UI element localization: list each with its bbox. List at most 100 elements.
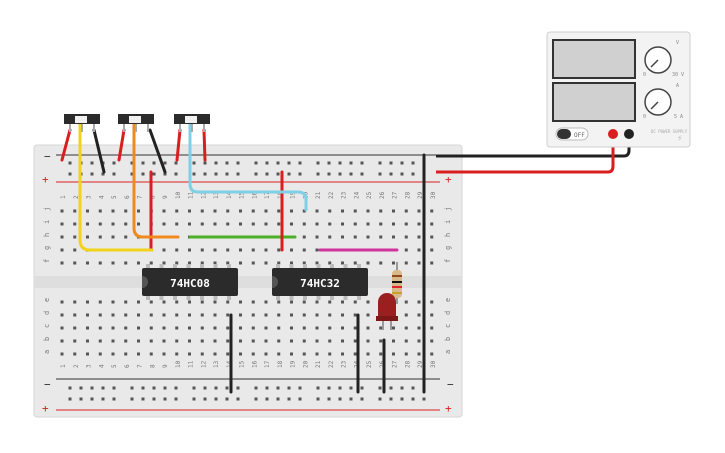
rail-hole[interactable] <box>130 397 134 401</box>
grid-hole[interactable] <box>73 313 77 317</box>
grid-hole[interactable] <box>124 300 128 304</box>
rail-hole[interactable] <box>152 397 156 401</box>
grid-hole[interactable] <box>124 235 128 239</box>
grid-hole[interactable] <box>392 222 395 226</box>
grid-hole[interactable] <box>60 326 64 330</box>
rail-hole[interactable] <box>265 172 269 176</box>
rail-hole[interactable] <box>112 397 116 401</box>
grid-hole[interactable] <box>277 209 281 213</box>
rail-hole[interactable] <box>112 172 116 176</box>
grid-hole[interactable] <box>417 352 421 356</box>
grid-hole[interactable] <box>226 313 230 317</box>
grid-hole[interactable] <box>353 209 357 213</box>
rail-hole[interactable] <box>349 397 353 401</box>
grid-hole[interactable] <box>264 209 268 213</box>
grid-hole[interactable] <box>124 222 128 226</box>
rail-hole[interactable] <box>203 397 207 401</box>
grid-hole[interactable] <box>86 326 89 330</box>
grid-hole[interactable] <box>328 261 332 265</box>
rail-hole[interactable] <box>141 397 145 401</box>
rail-hole[interactable] <box>174 172 178 176</box>
led-red[interactable] <box>376 293 398 330</box>
grid-hole[interactable] <box>213 339 217 343</box>
grid-hole[interactable] <box>137 261 140 265</box>
rail-hole[interactable] <box>68 161 72 165</box>
grid-hole[interactable] <box>366 235 370 239</box>
power-supply[interactable]: V 0 30 V A 0 5 A OFF DC POWER SUPPLY ⚡ <box>546 31 691 148</box>
grid-hole[interactable] <box>86 313 89 317</box>
rail-hole[interactable] <box>254 161 258 165</box>
grid-hole[interactable] <box>60 352 64 356</box>
grid-hole[interactable] <box>188 352 191 356</box>
grid-hole[interactable] <box>175 300 179 304</box>
grid-hole[interactable] <box>430 235 434 239</box>
grid-hole[interactable] <box>239 326 242 330</box>
grid-hole[interactable] <box>290 222 293 226</box>
grid-hole[interactable] <box>239 261 242 265</box>
grid-hole[interactable] <box>264 352 268 356</box>
rail-hole[interactable] <box>411 161 415 165</box>
grid-hole[interactable] <box>60 222 64 226</box>
grid-hole[interactable] <box>353 339 357 343</box>
rail-hole[interactable] <box>338 161 342 165</box>
grid-hole[interactable] <box>430 339 434 343</box>
wire-red[interactable] <box>202 128 207 162</box>
rail-hole[interactable] <box>130 386 134 390</box>
grid-hole[interactable] <box>417 261 421 265</box>
grid-hole[interactable] <box>213 222 217 226</box>
grid-hole[interactable] <box>328 339 332 343</box>
wire-cyan[interactable] <box>188 120 308 212</box>
rail-hole[interactable] <box>225 386 229 390</box>
wire-supply-negative[interactable] <box>436 136 631 158</box>
resistor[interactable] <box>392 262 402 304</box>
grid-hole[interactable] <box>73 235 77 239</box>
grid-hole[interactable] <box>328 313 332 317</box>
rail-hole[interactable] <box>265 161 269 165</box>
grid-hole[interactable] <box>417 326 421 330</box>
rail-hole[interactable] <box>422 397 426 401</box>
grid-hole[interactable] <box>73 261 77 265</box>
grid-hole[interactable] <box>341 222 344 226</box>
grid-hole[interactable] <box>392 235 395 239</box>
wire-red[interactable] <box>117 128 126 162</box>
grid-hole[interactable] <box>430 209 434 213</box>
grid-hole[interactable] <box>86 339 89 343</box>
grid-hole[interactable] <box>302 261 306 265</box>
grid-hole[interactable] <box>328 235 332 239</box>
wire-red[interactable] <box>175 128 182 162</box>
grid-hole[interactable] <box>175 339 179 343</box>
grid-hole[interactable] <box>417 313 421 317</box>
grid-hole[interactable] <box>226 326 230 330</box>
rail-hole[interactable] <box>192 386 196 390</box>
rail-hole[interactable] <box>389 397 393 401</box>
grid-hole[interactable] <box>175 222 179 226</box>
rail-hole[interactable] <box>236 172 240 176</box>
grid-hole[interactable] <box>366 352 370 356</box>
grid-hole[interactable] <box>188 209 191 213</box>
grid-hole[interactable] <box>239 300 242 304</box>
grid-hole[interactable] <box>226 209 230 213</box>
grid-hole[interactable] <box>277 313 281 317</box>
grid-hole[interactable] <box>251 352 255 356</box>
rail-hole[interactable] <box>327 161 331 165</box>
grid-hole[interactable] <box>417 248 421 252</box>
grid-hole[interactable] <box>341 300 344 304</box>
grid-hole[interactable] <box>111 352 115 356</box>
grid-hole[interactable] <box>60 300 64 304</box>
grid-hole[interactable] <box>162 326 166 330</box>
grid-hole[interactable] <box>417 235 421 239</box>
grid-hole[interactable] <box>98 222 102 226</box>
grid-hole[interactable] <box>379 326 383 330</box>
grid-hole[interactable] <box>277 248 281 252</box>
wire-red[interactable] <box>60 128 72 162</box>
rail-hole[interactable] <box>192 172 196 176</box>
grid-hole[interactable] <box>188 300 191 304</box>
grid-hole[interactable] <box>86 209 89 213</box>
grid-hole[interactable] <box>341 352 344 356</box>
rail-hole[interactable] <box>90 386 94 390</box>
grid-hole[interactable] <box>226 222 230 226</box>
grid-hole[interactable] <box>290 261 293 265</box>
grid-hole[interactable] <box>417 209 421 213</box>
grid-hole[interactable] <box>162 209 166 213</box>
grid-hole[interactable] <box>328 326 332 330</box>
